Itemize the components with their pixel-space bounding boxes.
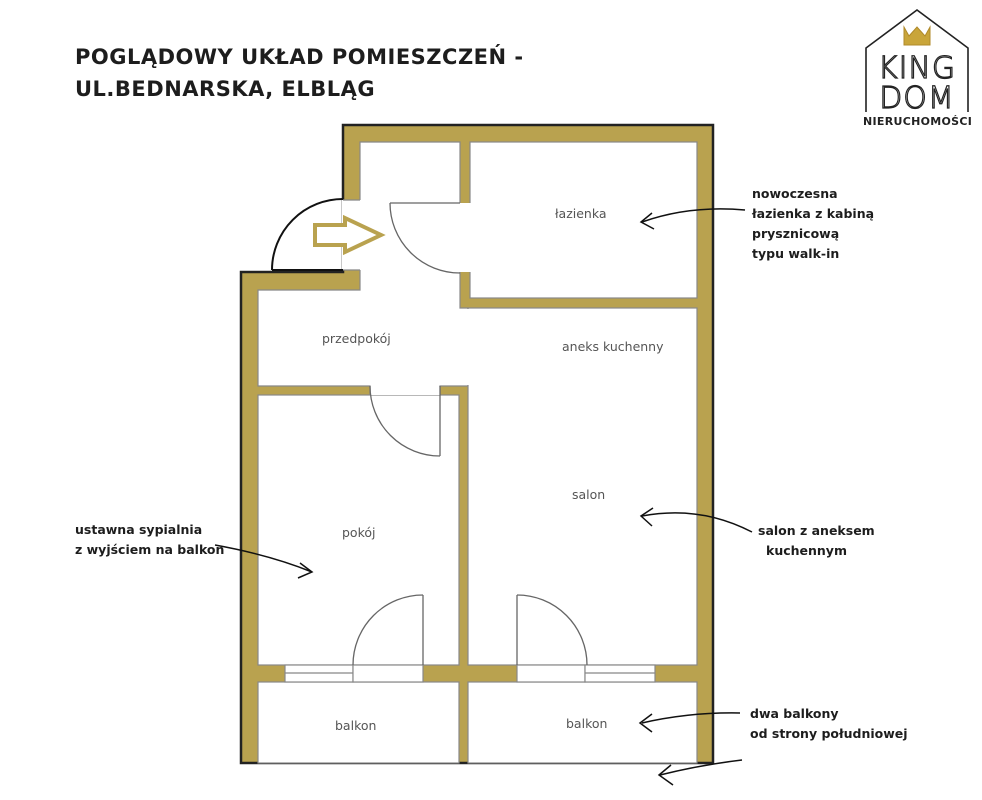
note-line: nowoczesna xyxy=(752,186,838,201)
kingdom-logo: KING DOM xyxy=(865,9,969,117)
entrance-door xyxy=(271,198,344,271)
note-line: typu walk-in xyxy=(752,246,840,261)
room-label-hall: przedpokój xyxy=(322,331,391,346)
note-line: salon z aneksem xyxy=(758,523,875,538)
logo-word-dom: DOM xyxy=(879,81,955,116)
bedroom-door xyxy=(369,385,441,457)
note-living: salon z aneksem kuchennym xyxy=(758,521,875,561)
note-line: z wyjściem na balkon xyxy=(75,542,225,557)
logo-subtitle: NIERUCHOMOŚCI xyxy=(863,115,973,128)
room-label-balcony-right: balkon xyxy=(566,716,608,731)
logo-word-king: KING xyxy=(878,51,956,86)
living-balcony-door xyxy=(516,594,588,666)
doors xyxy=(271,198,588,666)
note-balconies: dwa balkony od strony południowej xyxy=(750,704,908,744)
note-line: łazienka z kabiną xyxy=(752,206,875,221)
room-label-bedroom: pokój xyxy=(342,525,376,540)
windows-and-door-openings xyxy=(284,199,656,683)
entrance-arrow-icon xyxy=(313,214,386,256)
room-floors xyxy=(257,141,698,764)
title-line-2: UL.BEDNARSKA, ELBLĄG xyxy=(75,77,376,101)
room-label-living: salon xyxy=(572,487,606,502)
note-line: od strony południowej xyxy=(750,726,908,741)
bathroom-door xyxy=(389,202,461,274)
annotation-arrows xyxy=(214,208,753,786)
title-line-1: POGLĄDOWY UKŁAD POMIESZCZEŃ - xyxy=(75,45,524,69)
note-line: ustawna sypialnia xyxy=(75,522,203,537)
room-label-kitchenette: aneks kuchenny xyxy=(562,339,664,354)
room-label-balcony-left: balkon xyxy=(335,718,377,733)
room-label-bathroom: łazienka xyxy=(555,206,607,221)
note-line: prysznicową xyxy=(752,226,840,241)
note-bathroom: nowoczesna łazienka z kabiną prysznicową… xyxy=(752,184,874,264)
bedroom-balcony-door xyxy=(352,594,424,666)
note-bedroom: ustawna sypialnia z wyjściem na balkon xyxy=(75,520,224,560)
note-line: dwa balkony xyxy=(750,706,839,721)
note-line: kuchennym xyxy=(766,543,847,558)
